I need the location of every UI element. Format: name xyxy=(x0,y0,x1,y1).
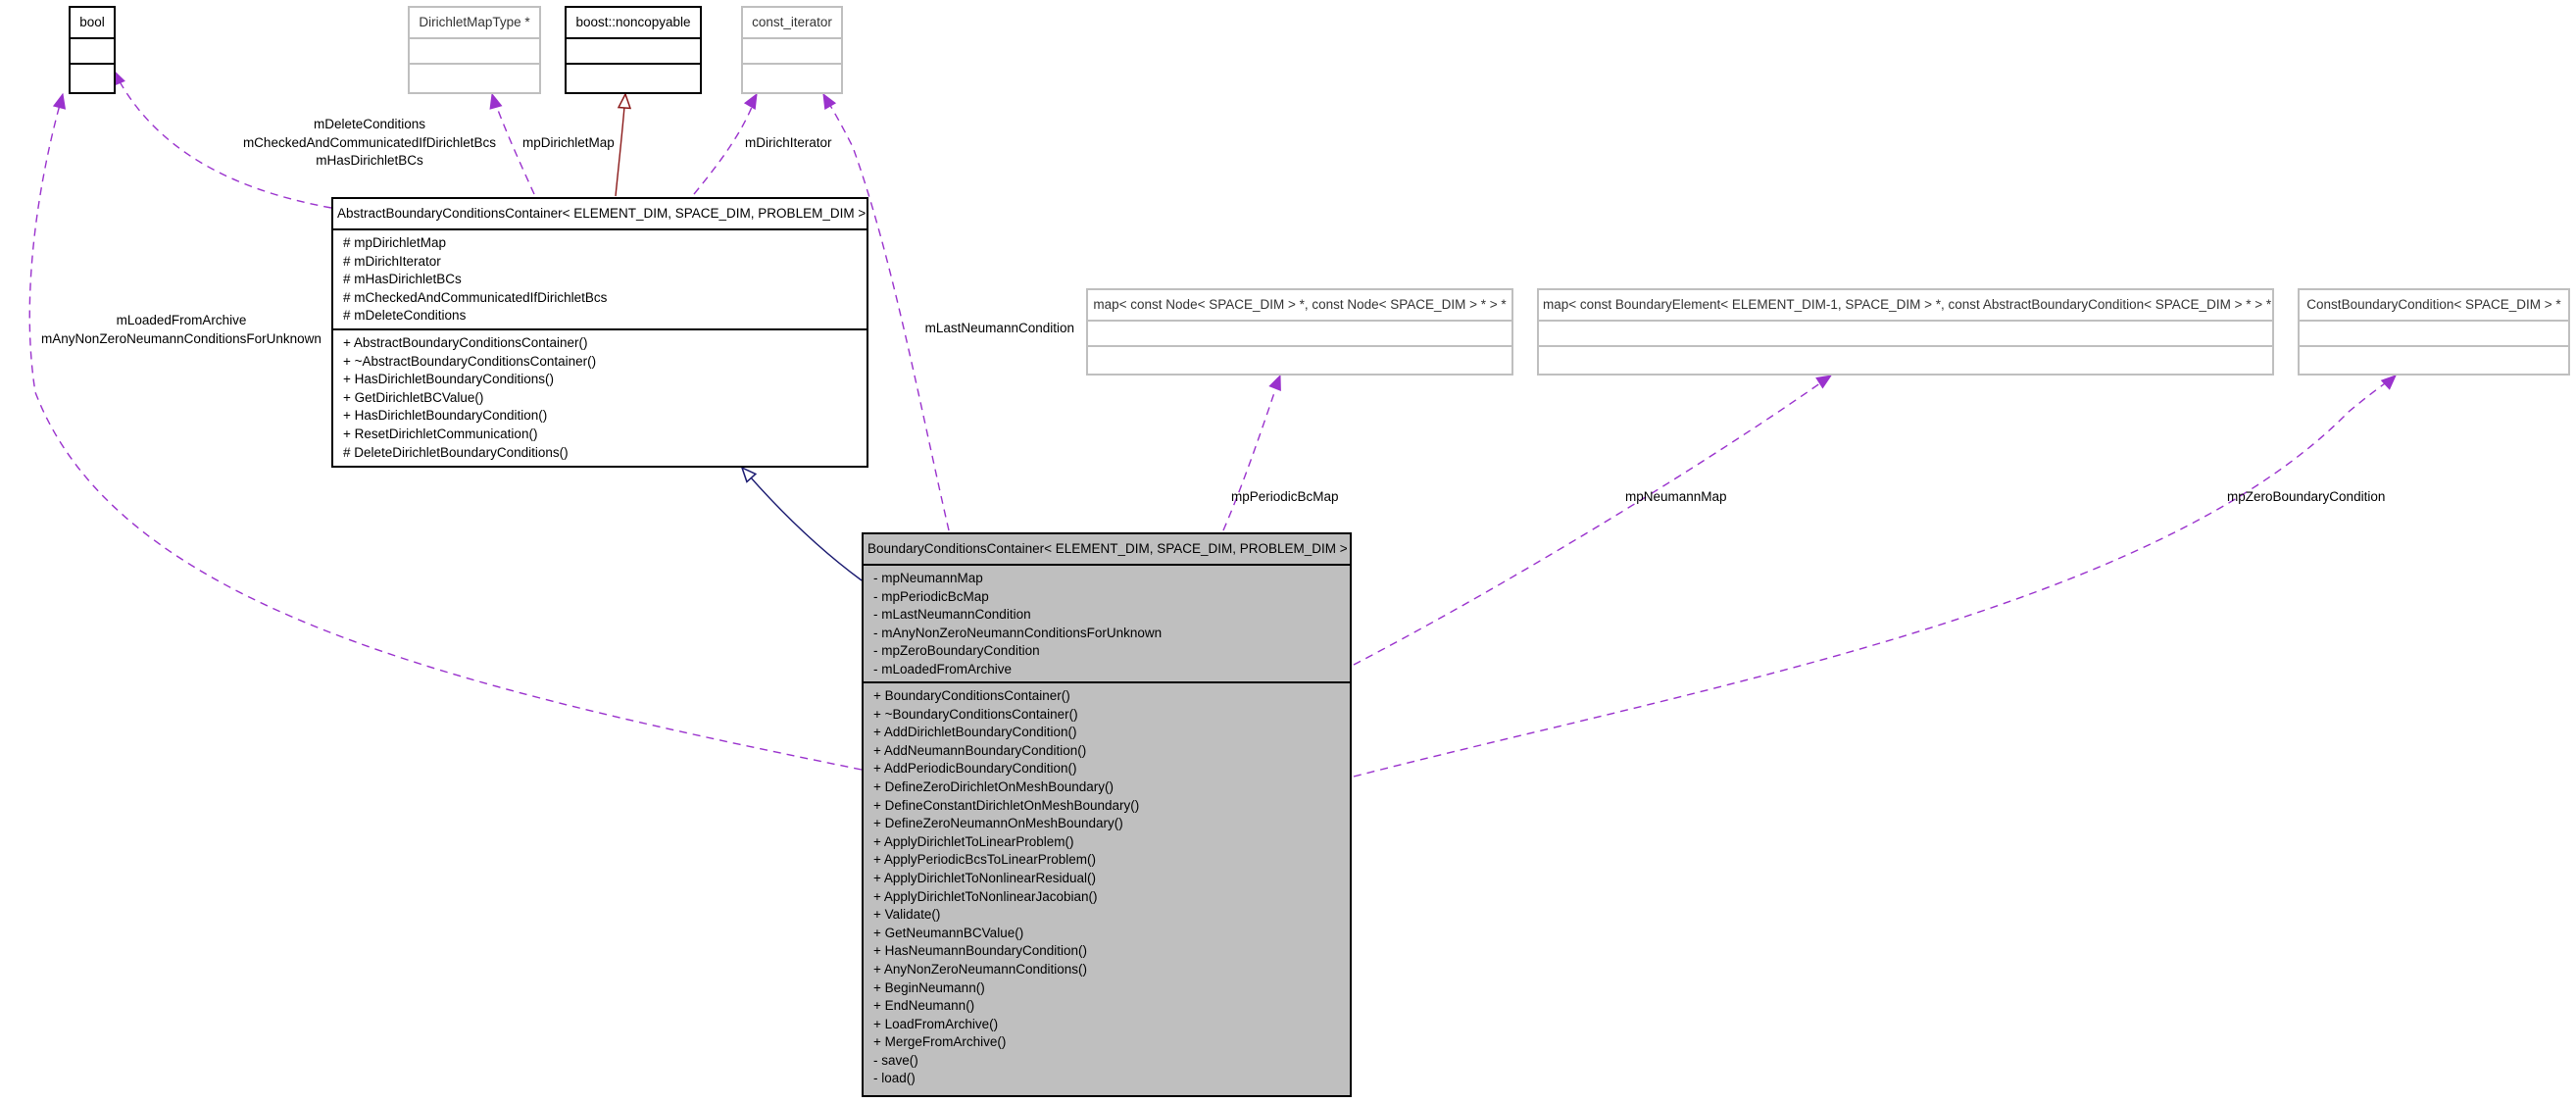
operation-item: + ApplyDirichletToNonlinearResidual() xyxy=(873,870,1096,885)
edge-e-mapbel-bcc xyxy=(1353,375,1833,666)
operation-item: + LoadFromArchive() xyxy=(873,1016,999,1031)
field-item: # mDirichIterator xyxy=(343,253,441,269)
operation-item: + AddNeumannBoundaryCondition() xyxy=(873,742,1087,758)
operation-item: + AnyNonZeroNeumannConditions() xyxy=(873,961,1087,977)
operation-item: + MergeFromArchive() xyxy=(873,1034,1007,1050)
operation-item: + AddDirichletBoundaryCondition() xyxy=(873,725,1077,740)
edge-label: mpNeumannMap xyxy=(1625,489,1727,504)
edge-label: mLastNeumannCondition xyxy=(924,321,1074,335)
class-name: AbstractBoundaryConditionsContainer< ELE… xyxy=(333,199,867,230)
field-item: - mpNeumannMap xyxy=(873,571,983,585)
class-abstract-boundary-conditions-container[interactable]: AbstractBoundaryConditionsContainer< ELE… xyxy=(331,197,868,468)
operation-item: + BoundaryConditionsContainer() xyxy=(873,688,1070,703)
class-fields xyxy=(2300,322,2568,347)
class-fields: - mpNeumannMap - mpPeriodicBcMap - mLast… xyxy=(864,566,1350,683)
edge-e-abs-bcc xyxy=(740,466,863,581)
edge-e-mapnode-bcc xyxy=(1222,374,1281,531)
operation-item: + EndNeumann() xyxy=(873,998,975,1014)
class-fields xyxy=(743,39,841,65)
class-name: BoundaryConditionsContainer< ELEMENT_DIM… xyxy=(864,534,1350,566)
operation-item: + AddPeriodicBoundaryCondition() xyxy=(873,761,1077,777)
class-name: map< const Node< SPACE_DIM > *, const No… xyxy=(1088,290,1511,322)
operation-item: + GetDirichletBCValue() xyxy=(343,389,484,405)
operation-item: + ResetDirichletCommunication() xyxy=(343,426,538,441)
class-operations xyxy=(743,65,841,73)
operation-item: + ApplyDirichletToLinearProblem() xyxy=(873,833,1074,849)
field-item: # mCheckedAndCommunicatedIfDirichletBcs xyxy=(343,289,608,305)
class-operations xyxy=(2300,347,2568,355)
class-dirichlet-map-type[interactable]: DirichletMapType * xyxy=(408,6,541,94)
operation-item: + HasDirichletBoundaryConditions() xyxy=(343,372,554,387)
field-item: - mpZeroBoundaryCondition xyxy=(873,643,1040,659)
class-fields xyxy=(410,39,539,65)
class-name: bool xyxy=(71,8,114,39)
class-map-boundary-element[interactable]: map< const BoundaryElement< ELEMENT_DIM-… xyxy=(1537,288,2274,376)
operation-item: + Validate() xyxy=(873,907,941,923)
class-boost-noncopyable[interactable]: boost::noncopyable xyxy=(565,6,702,94)
edge-label: mpDirichletMap xyxy=(522,135,615,150)
edge-e-ci-bcc xyxy=(822,92,950,531)
class-name: ConstBoundaryCondition< SPACE_DIM > * xyxy=(2300,290,2568,322)
operation-item: - save() xyxy=(873,1052,918,1068)
class-fields xyxy=(567,39,700,65)
class-fields xyxy=(71,39,114,65)
edge-e-cbc-bcc xyxy=(1353,375,2397,777)
class-operations xyxy=(410,65,539,73)
class-operations xyxy=(567,65,700,73)
class-name: const_iterator xyxy=(743,8,841,39)
class-operations xyxy=(1539,347,2272,355)
class-operations xyxy=(1088,347,1511,355)
edge-label: mLoadedFromArchive mAnyNonZeroNeumannCon… xyxy=(41,313,322,346)
class-name: DirichletMapType * xyxy=(410,8,539,39)
edge-e-dmt-abs xyxy=(489,92,535,195)
field-item: - mpPeriodicBcMap xyxy=(873,588,989,604)
operation-item: + DefineZeroDirichletOnMeshBoundary() xyxy=(873,778,1114,794)
class-map-node[interactable]: map< const Node< SPACE_DIM > *, const No… xyxy=(1086,288,1513,376)
class-fields: # mpDirichletMap # mDirichIterator # mHa… xyxy=(333,230,867,330)
class-operations: + BoundaryConditionsContainer() + ~Bound… xyxy=(864,683,1350,1092)
operation-item: + DefineConstantDirichletOnMeshBoundary(… xyxy=(873,797,1140,813)
operation-item: - load() xyxy=(873,1071,916,1086)
operation-item: + HasNeumannBoundaryCondition() xyxy=(873,943,1087,959)
field-item: - mLoadedFromArchive xyxy=(873,661,1013,677)
operation-item: + ~AbstractBoundaryConditionsContainer() xyxy=(343,353,597,369)
class-fields xyxy=(1088,322,1511,347)
operation-item: + HasDirichletBoundaryCondition() xyxy=(343,408,548,424)
operation-item: + DefineZeroNeumannOnMeshBoundary() xyxy=(873,816,1123,831)
class-name: map< const BoundaryElement< ELEMENT_DIM-… xyxy=(1539,290,2272,322)
class-operations xyxy=(71,65,114,73)
class-fields xyxy=(1539,322,2272,347)
class-const-boundary-condition[interactable]: ConstBoundaryCondition< SPACE_DIM > * xyxy=(2298,288,2570,376)
operation-item: + AbstractBoundaryConditionsContainer() xyxy=(343,335,588,350)
class-boundary-conditions-container[interactable]: BoundaryConditionsContainer< ELEMENT_DIM… xyxy=(862,532,1352,1097)
edge-e-ci-abs xyxy=(693,92,758,195)
operation-item: + GetNeumannBCValue() xyxy=(873,925,1024,940)
operation-item: + BeginNeumann() xyxy=(873,979,985,995)
operation-item: # DeleteDirichletBoundaryConditions() xyxy=(343,444,569,460)
edge-label: mpZeroBoundaryCondition xyxy=(2227,489,2386,504)
edge-e-bool-bcc xyxy=(28,92,863,771)
field-item: - mLastNeumannCondition xyxy=(873,607,1031,623)
field-item: # mpDirichletMap xyxy=(343,235,447,250)
operation-item: + ApplyPeriodicBcsToLinearProblem() xyxy=(873,852,1096,868)
operation-item: + ~BoundaryConditionsContainer() xyxy=(873,706,1078,722)
edge-label: mDirichIterator xyxy=(745,135,832,150)
field-item: # mDeleteConditions xyxy=(343,308,467,324)
class-bool[interactable]: bool xyxy=(69,6,116,94)
edge-label: mDeleteConditions mCheckedAndCommunicate… xyxy=(242,117,497,168)
class-const-iterator[interactable]: const_iterator xyxy=(741,6,843,94)
field-item: - mAnyNonZeroNeumannConditionsForUnknown xyxy=(873,625,1163,640)
edge-label: mpPeriodicBcMap xyxy=(1231,489,1339,504)
edge-e-nc-abs xyxy=(615,92,632,197)
field-item: # mHasDirichletBCs xyxy=(343,272,462,287)
class-operations: + AbstractBoundaryConditionsContainer() … xyxy=(333,330,867,466)
operation-item: + ApplyDirichletToNonlinearJacobian() xyxy=(873,888,1098,904)
class-name: boost::noncopyable xyxy=(567,8,700,39)
